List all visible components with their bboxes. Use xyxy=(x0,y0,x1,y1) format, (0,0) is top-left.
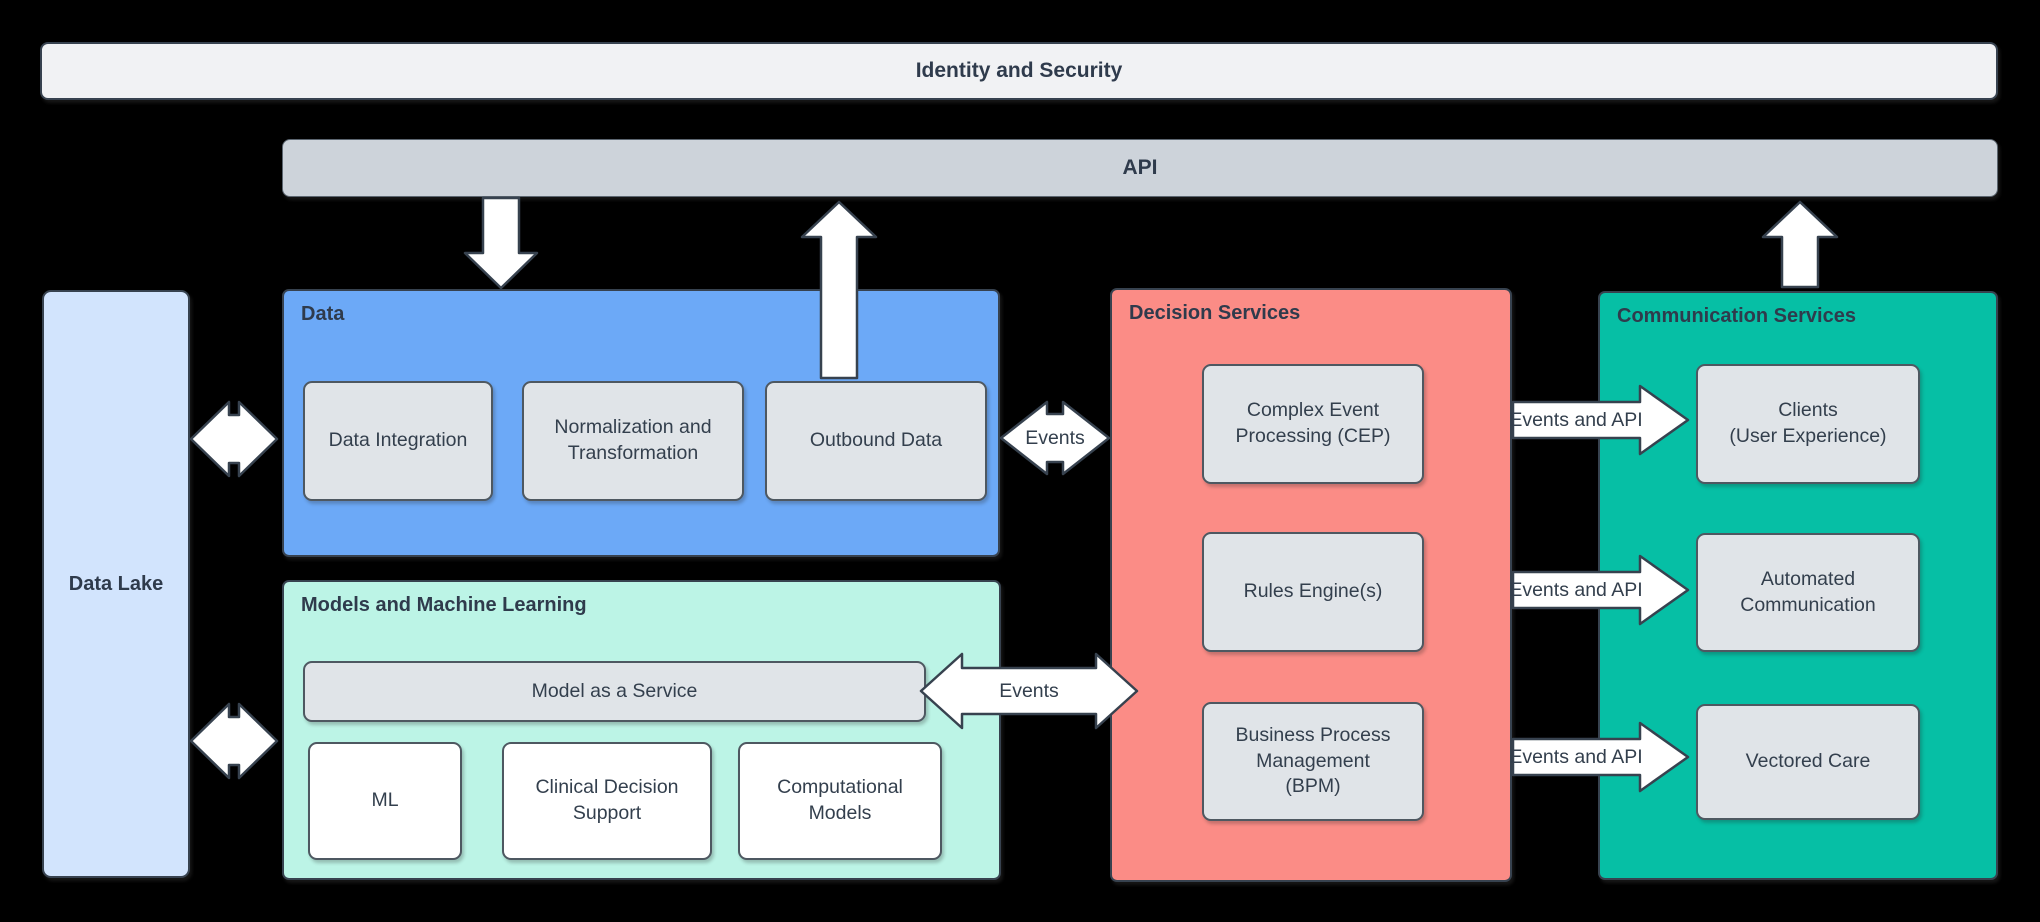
events-data-decision-bidirectional-arrow-icon xyxy=(999,400,1111,476)
outbound-to-api-up-arrow-icon xyxy=(800,200,878,380)
events-models-decision-bidirectional-arrow-icon xyxy=(919,652,1139,730)
model-as-a-service-node: Model as a Service xyxy=(303,661,926,722)
events-api-vectored-arrow-icon xyxy=(1511,721,1690,793)
datalake-models-bidirectional-arrow-icon xyxy=(189,702,279,780)
api-bar: API xyxy=(282,139,1998,197)
datalake-data-bidirectional-arrow-icon xyxy=(189,400,279,478)
ml-node: ML xyxy=(308,742,462,860)
automated-communication-node: Automated Communication xyxy=(1696,533,1920,652)
data-group: Data Data Integration Normalization and … xyxy=(282,289,1000,557)
events-api-automated-arrow-icon xyxy=(1511,554,1690,626)
communication-to-api-up-arrow-icon xyxy=(1761,200,1839,289)
data-lake-box: Data Lake xyxy=(42,290,190,878)
events-models-decision-label: Events xyxy=(999,679,1059,702)
rules-engine-node: Rules Engine(s) xyxy=(1202,532,1424,652)
normalization-transformation-node: Normalization and Transformation xyxy=(522,381,744,501)
models-ml-group-title: Models and Machine Learning xyxy=(301,594,587,616)
computational-models-node: Computational Models xyxy=(738,742,942,860)
data-group-title: Data xyxy=(301,303,345,325)
business-process-management-node: Business Process Management (BPM) xyxy=(1202,702,1424,821)
clients-user-experience-node: Clients (User Experience) xyxy=(1696,364,1920,484)
events-api-vectored-label: Events and API xyxy=(1509,745,1643,768)
api-to-data-down-arrow-icon xyxy=(463,196,539,290)
decision-services-group: Decision Services Complex Event Processi… xyxy=(1110,288,1512,882)
events-api-clients-label: Events and API xyxy=(1509,408,1643,431)
events-api-clients-arrow-icon xyxy=(1511,384,1690,456)
clinical-decision-support-node: Clinical Decision Support xyxy=(502,742,712,860)
events-data-decision-label: Events xyxy=(1025,426,1085,449)
communication-services-group: Communication Services Clients (User Exp… xyxy=(1598,291,1998,880)
events-api-automated-label: Events and API xyxy=(1509,578,1643,601)
models-ml-group: Models and Machine Learning Model as a S… xyxy=(282,580,1001,880)
data-lake-label: Data Lake xyxy=(68,572,164,595)
identity-security-label: Identity and Security xyxy=(915,59,1123,82)
outbound-data-node: Outbound Data xyxy=(765,381,987,501)
api-label: API xyxy=(1122,156,1158,179)
data-integration-node: Data Integration xyxy=(303,381,493,501)
vectored-care-node: Vectored Care xyxy=(1696,704,1920,820)
identity-security-bar: Identity and Security xyxy=(40,42,1998,100)
complex-event-processing-node: Complex Event Processing (CEP) xyxy=(1202,364,1424,484)
communication-services-group-title: Communication Services xyxy=(1617,305,1856,327)
decision-services-group-title: Decision Services xyxy=(1129,302,1301,324)
